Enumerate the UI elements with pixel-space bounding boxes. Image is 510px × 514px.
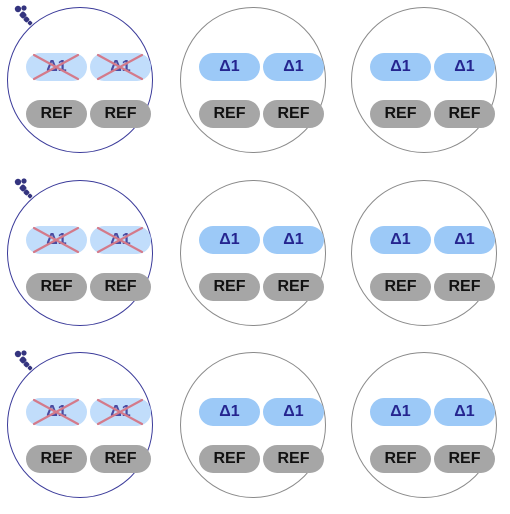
delta1-allele: Δ1	[434, 398, 495, 426]
delta1-label: Δ1	[46, 58, 67, 75]
delta1-label: Δ1	[283, 231, 304, 248]
delta1-label: Δ1	[390, 231, 411, 248]
ref-label: REF	[213, 450, 246, 467]
delta1-allele: Δ1	[434, 53, 495, 81]
ref-label: REF	[104, 450, 137, 467]
ref-allele: REF	[434, 445, 495, 473]
ref-label: REF	[277, 450, 310, 467]
ref-allele: REF	[26, 100, 87, 128]
delta1-label: Δ1	[219, 403, 240, 420]
delta1-allele: Δ1	[26, 53, 87, 81]
ref-label: REF	[104, 278, 137, 295]
ref-allele: REF	[90, 445, 151, 473]
delta1-label: Δ1	[390, 58, 411, 75]
ref-allele: REF	[90, 100, 151, 128]
ref-label: REF	[448, 105, 481, 122]
delta1-label: Δ1	[283, 403, 304, 420]
ref-allele: REF	[434, 273, 495, 301]
delta1-label: Δ1	[454, 231, 475, 248]
ref-allele: REF	[434, 100, 495, 128]
delta1-allele: Δ1	[263, 398, 324, 426]
ref-label: REF	[448, 278, 481, 295]
edit-tool-icon	[13, 350, 35, 374]
ref-label: REF	[40, 278, 73, 295]
ref-label: REF	[40, 105, 73, 122]
ref-allele: REF	[26, 445, 87, 473]
delta1-allele: Δ1	[26, 226, 87, 254]
delta1-label: Δ1	[219, 58, 240, 75]
ref-label: REF	[277, 105, 310, 122]
delta1-label: Δ1	[219, 231, 240, 248]
delta1-allele: Δ1	[434, 226, 495, 254]
ref-label: REF	[384, 278, 417, 295]
delta1-label: Δ1	[110, 403, 131, 420]
delta1-allele: Δ1	[199, 53, 260, 81]
delta1-label: Δ1	[454, 58, 475, 75]
ref-allele: REF	[263, 100, 324, 128]
ref-allele: REF	[199, 100, 260, 128]
delta1-allele: Δ1	[370, 226, 431, 254]
ref-label: REF	[384, 105, 417, 122]
ref-allele: REF	[370, 445, 431, 473]
delta1-allele: Δ1	[26, 398, 87, 426]
delta1-label: Δ1	[46, 403, 67, 420]
delta1-allele: Δ1	[370, 53, 431, 81]
ref-allele: REF	[199, 445, 260, 473]
delta1-label: Δ1	[390, 403, 411, 420]
ref-allele: REF	[199, 273, 260, 301]
delta1-allele: Δ1	[90, 398, 151, 426]
ref-allele: REF	[90, 273, 151, 301]
delta1-allele: Δ1	[263, 226, 324, 254]
delta1-allele: Δ1	[199, 398, 260, 426]
ref-label: REF	[104, 105, 137, 122]
ref-label: REF	[213, 105, 246, 122]
delta1-allele: Δ1	[263, 53, 324, 81]
ref-label: REF	[213, 278, 246, 295]
ref-allele: REF	[26, 273, 87, 301]
ref-label: REF	[384, 450, 417, 467]
delta1-label: Δ1	[283, 58, 304, 75]
ref-allele: REF	[370, 273, 431, 301]
delta1-label: Δ1	[110, 231, 131, 248]
delta1-allele: Δ1	[90, 226, 151, 254]
delta1-label: Δ1	[46, 231, 67, 248]
delta1-label: Δ1	[454, 403, 475, 420]
edit-tool-icon	[13, 5, 35, 29]
delta1-allele: Δ1	[90, 53, 151, 81]
delta1-allele: Δ1	[199, 226, 260, 254]
ref-label: REF	[448, 450, 481, 467]
edit-tool-icon	[13, 178, 35, 202]
ref-allele: REF	[370, 100, 431, 128]
ref-allele: REF	[263, 273, 324, 301]
ref-label: REF	[40, 450, 73, 467]
delta1-allele: Δ1	[370, 398, 431, 426]
ref-allele: REF	[263, 445, 324, 473]
delta1-label: Δ1	[110, 58, 131, 75]
ref-label: REF	[277, 278, 310, 295]
